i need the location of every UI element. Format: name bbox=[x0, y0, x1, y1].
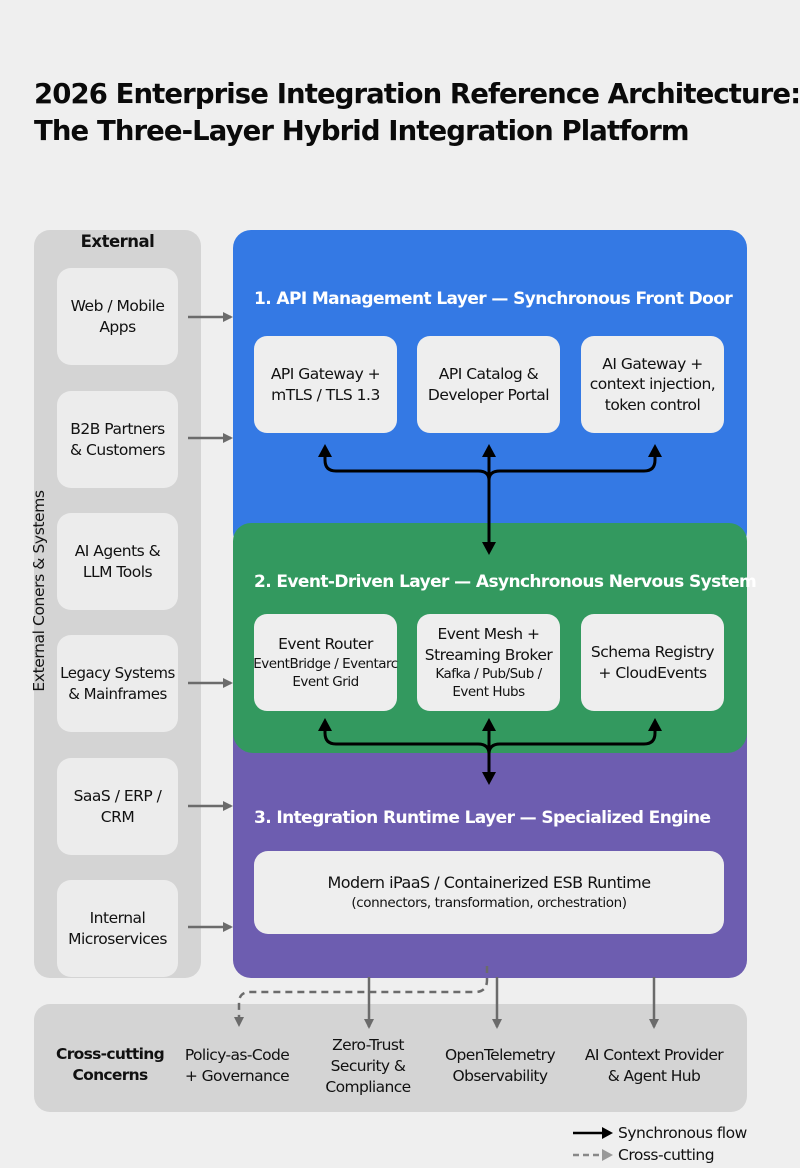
component-line: Developer Portal bbox=[427, 385, 550, 404]
legend-item-synchronous: Synchronous flow bbox=[572, 1122, 747, 1144]
legend-item-cross-cutting: Cross-cutting bbox=[572, 1144, 747, 1166]
component-line: AI Gateway + bbox=[602, 354, 703, 373]
component-ai-gateway[interactable]: AI Gateway + context injection, token co… bbox=[581, 336, 724, 433]
external-item-b2b-partners[interactable]: B2B Partners & Customers bbox=[57, 391, 178, 488]
title-line-1: 2026 Enterprise Integration Reference Ar… bbox=[34, 78, 800, 110]
component-event-router[interactable]: Event Router EventBridge / Eventarc Even… bbox=[253, 614, 398, 711]
solid-arrow-icon bbox=[573, 1127, 613, 1139]
concern-line: & Agent Hub bbox=[607, 1067, 701, 1085]
component-line: Schema Registry bbox=[590, 643, 715, 661]
component-line: context injection, bbox=[589, 375, 716, 394]
external-item-legacy-systems[interactable]: Legacy Systems & Mainframes bbox=[57, 635, 178, 732]
external-item-line: & Customers bbox=[70, 440, 165, 459]
connector-dashed-policy bbox=[234, 966, 489, 1027]
component-line: Event Router bbox=[278, 635, 373, 654]
concern-policy-as-code[interactable]: Policy-as-Code + Governance bbox=[172, 1045, 302, 1087]
component-line: API Catalog & bbox=[438, 365, 539, 383]
concern-line: Observability bbox=[452, 1067, 549, 1085]
external-item-line: Internal bbox=[89, 908, 146, 927]
component-line: Modern iPaaS / Containerized ESB Runtime bbox=[327, 873, 651, 892]
connector-evt-left bbox=[318, 718, 491, 755]
concern-zero-trust[interactable]: Zero-Trust Security & Compliance bbox=[308, 1035, 428, 1098]
concern-line: Compliance bbox=[325, 1078, 411, 1096]
legend: Synchronous flow Cross-cutting bbox=[572, 1122, 747, 1166]
component-ipaas-runtime[interactable]: Modern iPaaS / Containerized ESB Runtime… bbox=[254, 851, 724, 934]
component-subline: Event Grid bbox=[292, 673, 359, 690]
external-item-line: Legacy Systems bbox=[60, 663, 175, 682]
component-line: Event Mesh + bbox=[437, 625, 540, 643]
component-subline: (connectors, transformation, orchestrati… bbox=[351, 895, 627, 911]
concern-line: Zero-Trust bbox=[332, 1036, 404, 1054]
concern-ai-context-provider[interactable]: AI Context Provider & Agent Hub bbox=[572, 1045, 736, 1087]
component-line: mTLS / TLS 1.3 bbox=[271, 385, 380, 404]
component-api-catalog[interactable]: API Catalog & Developer Portal bbox=[417, 336, 560, 433]
concern-line: Security & bbox=[330, 1057, 406, 1075]
connector-evt-right bbox=[487, 718, 662, 755]
concern-line: Policy-as-Code bbox=[184, 1046, 290, 1064]
component-subline: Event Hubs bbox=[452, 684, 525, 700]
dashed-arrow-icon bbox=[573, 1149, 613, 1161]
connector-api-left bbox=[318, 444, 491, 481]
component-line: + CloudEvents bbox=[598, 663, 707, 682]
concern-line: AI Context Provider bbox=[584, 1046, 724, 1064]
connector-api-right bbox=[487, 444, 662, 481]
component-schema-registry[interactable]: Schema Registry + CloudEvents bbox=[581, 614, 724, 711]
cross-cutting-heading: Cross-cutting Concerns bbox=[50, 1044, 170, 1086]
external-item-line: & Mainframes bbox=[68, 684, 167, 703]
external-item-saas-erp-crm[interactable]: SaaS / ERP / CRM bbox=[57, 758, 178, 855]
external-item-line: Web / Mobile bbox=[70, 296, 165, 315]
external-item-line: Microservices bbox=[68, 929, 167, 948]
external-item-line: AI Agents & bbox=[74, 541, 161, 560]
concern-line: + Governance bbox=[184, 1067, 290, 1085]
layer-runtime-title: 3. Integration Runtime Layer — Specializ… bbox=[254, 808, 711, 828]
cross-cutting-panel bbox=[34, 1004, 747, 1112]
component-line: API Gateway + bbox=[270, 365, 381, 383]
concern-line: OpenTelemetry bbox=[444, 1046, 556, 1064]
legend-label: Synchronous flow bbox=[618, 1124, 747, 1142]
external-heading: External bbox=[80, 232, 155, 251]
cross-cutting-heading-line: Concerns bbox=[72, 1066, 148, 1084]
component-api-gateway[interactable]: API Gateway + mTLS / TLS 1.3 bbox=[254, 336, 397, 433]
diagram-title: 2026 Enterprise Integration Reference Ar… bbox=[34, 76, 800, 150]
external-item-line: LLM Tools bbox=[82, 562, 153, 581]
concern-opentelemetry[interactable]: OpenTelemetry Observability bbox=[430, 1045, 570, 1087]
layer-event-title: 2. Event-Driven Layer — Asynchronous Ner… bbox=[254, 572, 757, 592]
component-subline: Kafka / Pub/Sub / bbox=[435, 666, 542, 682]
component-line: Streaming Broker bbox=[424, 645, 553, 664]
layer-api-title: 1. API Management Layer — Synchronous Fr… bbox=[254, 289, 733, 309]
legend-label: Cross-cutting bbox=[618, 1146, 715, 1164]
cross-cutting-heading-line: Cross-cutting bbox=[56, 1045, 165, 1063]
component-subline: EventBridge / Eventarc bbox=[253, 655, 398, 672]
component-event-mesh[interactable]: Event Mesh + Streaming Broker Kafka / Pu… bbox=[417, 614, 560, 711]
external-item-ai-agents[interactable]: AI Agents & LLM Tools bbox=[57, 513, 178, 610]
title-line-2: The Three-Layer Hybrid Integration Platf… bbox=[34, 115, 690, 147]
external-item-line: Apps bbox=[99, 317, 136, 336]
external-item-line: B2B Partners bbox=[70, 419, 165, 438]
external-item-line: SaaS / ERP / bbox=[73, 786, 162, 805]
component-line: token control bbox=[604, 395, 701, 414]
external-item-line: CRM bbox=[100, 807, 135, 826]
